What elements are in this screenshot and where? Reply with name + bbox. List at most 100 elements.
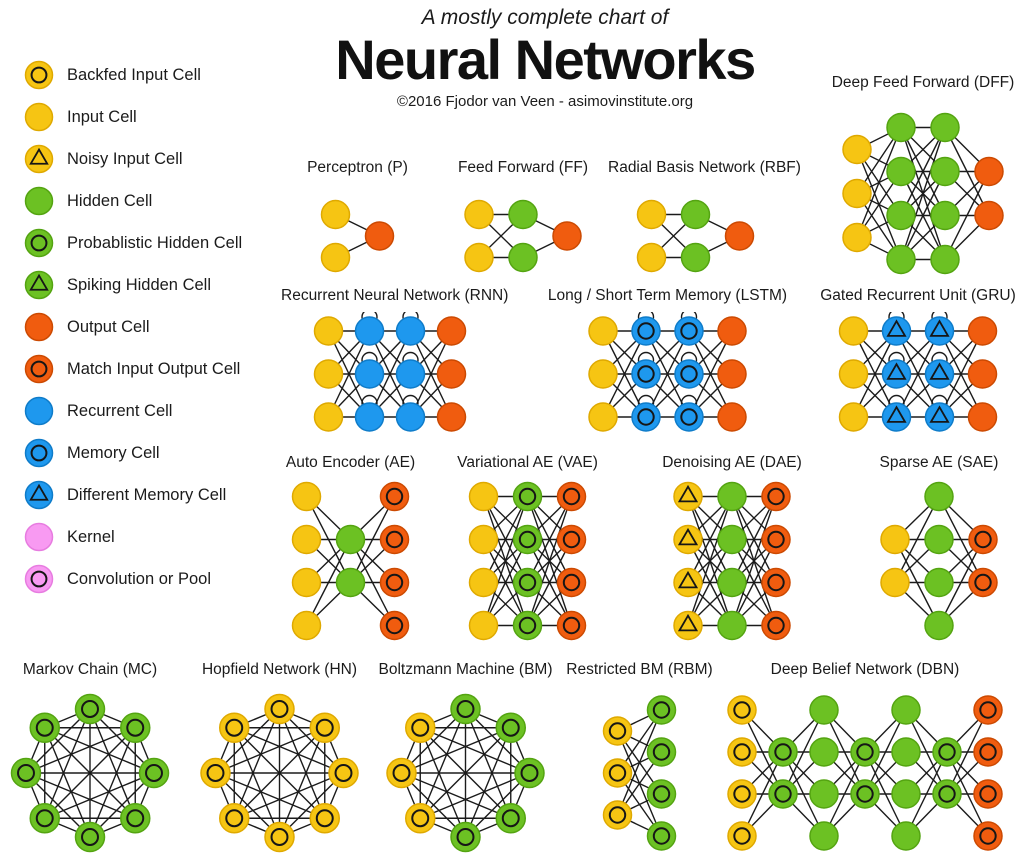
legend-label: Different Memory Cell	[67, 485, 227, 504]
network-diagram-gru	[838, 312, 998, 432]
input-cell	[880, 567, 910, 598]
backfed-input-cell	[602, 800, 633, 830]
input-cell	[636, 242, 667, 273]
network-title-sae: Sparse AE (SAE)	[879, 454, 999, 471]
different-memory-cell	[881, 402, 912, 432]
hidden-cell	[886, 244, 916, 275]
match-input-output-cell	[379, 524, 410, 555]
network-title-vae: Variational AE (VAE)	[457, 454, 598, 471]
network-diagram-ae	[291, 481, 410, 641]
cells	[588, 312, 747, 432]
match-input-output-cell	[973, 737, 1003, 767]
output-cell	[552, 221, 582, 251]
input-cell	[842, 178, 872, 209]
input-cell	[464, 199, 494, 230]
network-dbn: Deep Belief Network (DBN)	[710, 660, 1020, 860]
match-input-output-cell	[761, 567, 791, 598]
edges	[327, 330, 453, 418]
noisy-input-cell	[673, 610, 703, 641]
backfed-input-cell	[264, 693, 295, 725]
input-cell	[838, 359, 869, 389]
different-memory-cell	[881, 316, 912, 346]
network-diagram-rnn	[313, 312, 467, 432]
legend-item-match-io: Match Input Output Cell	[24, 348, 242, 390]
different-memory-cell	[924, 316, 955, 346]
input-cell	[320, 199, 351, 230]
match-input-output-cell	[556, 610, 587, 641]
match-input-output-cell	[761, 610, 791, 641]
probablistic-hidden-cell	[495, 712, 527, 743]
hidden-cell	[891, 695, 921, 725]
output-cell	[717, 359, 747, 389]
kernel-cell	[24, 522, 54, 552]
probablistic-hidden-cell-icon	[24, 228, 54, 258]
network-rnn: Recurrent Neural Network (RNN)	[281, 286, 508, 436]
probablistic-hidden-cell	[850, 737, 880, 767]
memory-cell	[631, 316, 661, 346]
edges	[852, 330, 984, 418]
output-cell	[436, 359, 467, 389]
network-diagram-dff	[842, 112, 1004, 275]
backfed-input-cell	[727, 695, 757, 725]
legend-item-backfed-input: Backfed Input Cell	[24, 54, 242, 96]
hidden-cell	[891, 821, 921, 851]
output-cell	[974, 200, 1004, 231]
input-cell	[838, 316, 869, 346]
edges	[741, 709, 989, 837]
legend-item-kernel: Kernel	[24, 516, 242, 558]
recurrent-cell	[395, 316, 426, 346]
different-memory-cell	[924, 359, 955, 389]
input-cell	[588, 402, 618, 432]
input-cell	[636, 199, 667, 230]
network-title-ae: Auto Encoder (AE)	[285, 454, 416, 471]
network-diagram-lstm	[588, 312, 747, 432]
page-title: Neural Networks	[335, 28, 756, 91]
hidden-cell	[717, 481, 747, 512]
cells	[464, 199, 582, 273]
match-input-output-cell	[973, 821, 1003, 851]
memory-cell	[631, 359, 661, 389]
network-ae: Auto Encoder (AE)	[283, 453, 418, 643]
cells	[636, 199, 755, 273]
network-rbf: Radial Basis Network (RBF)	[608, 158, 801, 288]
hidden-cell	[886, 156, 916, 187]
network-title-dae: Denoising AE (DAE)	[662, 454, 802, 471]
network-diagram-bm	[386, 693, 545, 853]
cells	[320, 199, 395, 273]
network-rbm: Restricted BM (RBM)	[562, 660, 717, 860]
input-cell	[468, 524, 499, 555]
legend-label: Spiking Hidden Cell	[67, 275, 211, 294]
probablistic-hidden-cell	[932, 737, 962, 767]
page-credit: ©2016 Fjodor van Veen - asimovinstitute.…	[396, 93, 694, 111]
edges	[602, 330, 733, 418]
network-diagram-rbm	[602, 695, 677, 851]
hidden-cell	[891, 737, 921, 767]
output-cell	[24, 312, 54, 342]
legend-item-conv-pool: Convolution or Pool	[24, 558, 242, 600]
network-title-gru: Gated Recurrent Unit (GRU)	[820, 287, 1016, 304]
probablistic-hidden-cell	[514, 757, 545, 789]
backfed-input-cell	[309, 803, 341, 834]
probablistic-hidden-cell	[24, 228, 54, 258]
cells	[838, 312, 998, 432]
recurrent-cell	[354, 359, 385, 389]
network-diagram-mc	[10, 693, 170, 853]
hidden-cell	[930, 244, 960, 275]
input-cell	[24, 102, 54, 132]
probablistic-hidden-cell	[512, 567, 543, 598]
noisy-input-cell	[673, 567, 703, 598]
network-title-dff: Deep Feed Forward (DFF)	[831, 74, 1015, 91]
network-p: Perceptron (P)	[280, 158, 435, 288]
probablistic-hidden-cell	[768, 737, 798, 767]
match-input-output-cell	[379, 610, 410, 641]
match-input-output-cell	[761, 524, 791, 555]
input-cell	[468, 567, 499, 598]
network-diagram-ff	[464, 199, 582, 273]
memory-cell-icon	[24, 438, 54, 468]
probablistic-hidden-cell	[120, 712, 151, 743]
hidden-cell	[886, 200, 916, 231]
network-lstm: Long / Short Term Memory (LSTM)	[540, 286, 795, 436]
recurrent-cell	[354, 402, 385, 432]
